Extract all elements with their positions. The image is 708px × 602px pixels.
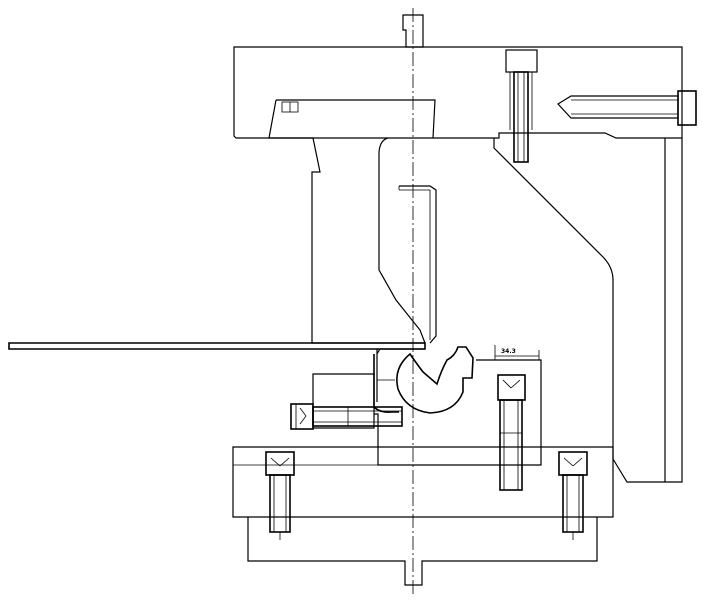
formed-flange [376,348,425,402]
lower-horizontal-bolt [290,403,403,430]
side-guide-block [493,138,683,483]
punch-slot-line [399,189,431,340]
upper-horizontal-bolt [557,90,697,126]
punch-inner-profile [399,185,437,344]
rocker-cam [373,346,474,414]
lower-die-vertical-bolt [497,374,526,491]
punch-nose-profile [378,137,426,344]
sheet-workpiece [8,342,426,350]
upper-vertical-bolt [505,49,538,163]
right-base-bolt [558,451,588,540]
lower-base-plate [232,446,614,518]
dimension-annotation: 34.3 [494,345,540,360]
dimension-label: 34.3 [501,348,516,355]
upper-holder-plate [233,46,683,139]
upper-punch-body [268,99,436,344]
bottom-holder [247,517,598,586]
left-base-bolt [265,451,295,540]
